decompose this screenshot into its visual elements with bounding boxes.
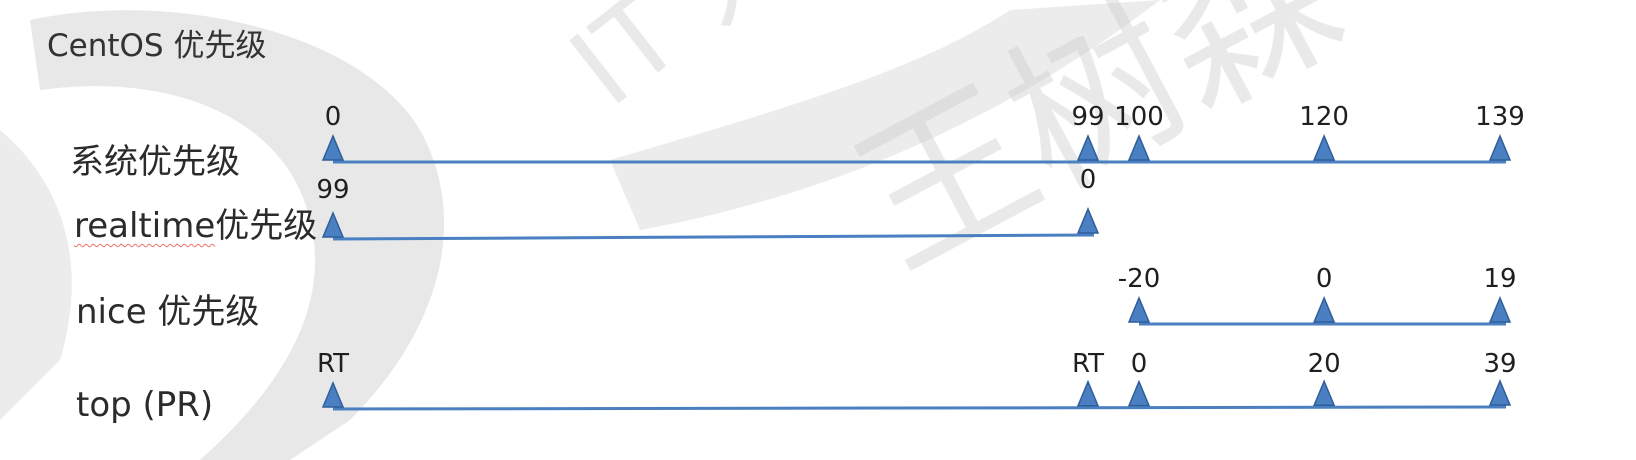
tick-marker-system-0 xyxy=(321,134,345,161)
axis-line-top xyxy=(332,405,1507,411)
tick-marker-realtime-1 xyxy=(1076,207,1100,234)
tick-marker-system-2 xyxy=(1127,134,1151,161)
axis-line-realtime xyxy=(332,233,1095,241)
scale-row-realtime: 99 0 xyxy=(316,165,1100,241)
row-label-realtime: realtime优先级 xyxy=(74,198,317,247)
tick-marker-realtime-0 xyxy=(321,211,345,238)
tick-marker-nice-1 xyxy=(1313,296,1336,323)
tick-marker-top-4 xyxy=(1488,379,1512,406)
tick-label-top-3: 20 xyxy=(1308,349,1341,379)
tick-marker-nice-0 xyxy=(1127,296,1151,323)
tick-label-realtime-0: 99 xyxy=(316,175,349,205)
realtime-word: realtime xyxy=(74,206,216,246)
realtime-suffix: 优先级 xyxy=(215,206,318,246)
tick-label-top-1: RT xyxy=(1072,349,1104,379)
tick-label-system-3: 120 xyxy=(1299,102,1349,132)
scale-row-nice: -20 0 19 xyxy=(1118,264,1517,326)
page-title: CentOS 优先级 xyxy=(47,28,267,64)
tick-label-nice-1: 0 xyxy=(1316,264,1333,294)
row-label-top: top (PR) xyxy=(76,385,214,425)
scale-row-system: 0 99 100 120 139 xyxy=(321,102,1525,164)
row-label-system: 系统优先级 xyxy=(70,142,240,182)
tick-marker-top-0 xyxy=(321,381,345,408)
row-label-nice: nice 优先级 xyxy=(76,292,260,332)
tick-label-system-1: 99 xyxy=(1071,102,1104,132)
scale-row-top: RT RT 0 20 39 xyxy=(317,349,1517,411)
tick-label-top-2: 0 xyxy=(1131,349,1148,379)
tick-marker-top-2 xyxy=(1127,379,1151,407)
tick-marker-top-3 xyxy=(1313,379,1336,407)
tick-label-nice-2: 19 xyxy=(1483,264,1516,294)
tick-label-top-4: 39 xyxy=(1483,349,1516,379)
tick-label-top-0: RT xyxy=(317,349,349,379)
tick-marker-system-1 xyxy=(1076,134,1100,161)
tick-marker-system-4 xyxy=(1488,134,1512,161)
tick-marker-nice-2 xyxy=(1488,296,1512,323)
tick-label-system-4: 139 xyxy=(1475,102,1525,132)
tick-label-realtime-1: 0 xyxy=(1080,165,1097,195)
tick-marker-system-3 xyxy=(1313,134,1336,161)
tick-marker-top-1 xyxy=(1076,379,1100,407)
tick-label-system-2: 100 xyxy=(1114,102,1164,132)
tick-label-system-0: 0 xyxy=(325,102,342,132)
tick-label-nice-0: -20 xyxy=(1118,264,1160,294)
